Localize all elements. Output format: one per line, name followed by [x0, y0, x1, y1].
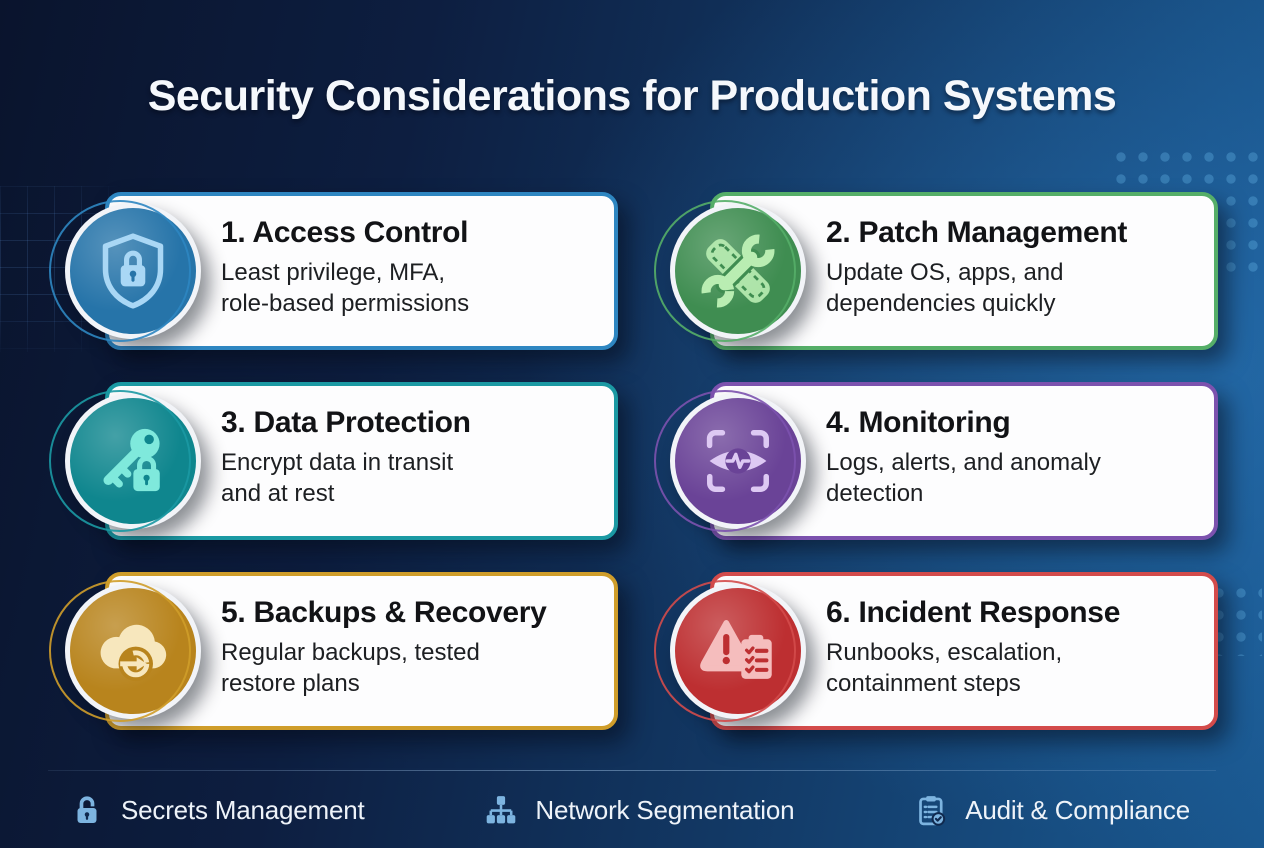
- cards-grid: 1. Access Control Least privilege, MFA, …: [65, 192, 1218, 730]
- card-description: Logs, alerts, and anomaly detection: [826, 449, 1101, 507]
- card-icon-badge: [670, 583, 806, 719]
- card-access-control: 1. Access Control Least privilege, MFA, …: [65, 192, 618, 350]
- footer-label: Audit & Compliance: [965, 794, 1190, 825]
- footer-divider: [48, 770, 1216, 771]
- card-title: 1. Access Control: [221, 216, 469, 249]
- card-title: 5. Backups & Recovery: [221, 596, 547, 629]
- card-icon-badge: [65, 583, 201, 719]
- card-icon-badge: [670, 203, 806, 339]
- clipboard-check-icon: [919, 796, 946, 826]
- shield-lock-icon: [102, 233, 164, 309]
- card-patch-management: 2. Patch Management Update OS, apps, and…: [670, 192, 1218, 350]
- card-backups-recovery: 5. Backups & Recovery Regular backups, t…: [65, 572, 618, 730]
- network-icon: [487, 796, 516, 824]
- card-description: Least privilege, MFA, role-based permiss…: [221, 259, 470, 317]
- card-description: Update OS, apps, and dependencies quickl…: [826, 259, 1064, 317]
- card-incident-response: 6. Incident Response Runbooks, escalatio…: [670, 572, 1218, 730]
- footer-label: Network Segmentation: [535, 794, 795, 825]
- card-icon-badge: [65, 393, 201, 529]
- eye-scan-icon: [706, 430, 769, 492]
- card-title: 6. Incident Response: [826, 596, 1121, 629]
- card-title: 3. Data Protection: [221, 406, 471, 439]
- footer-item-network-segmentation: Network Segmentation: [484, 793, 795, 827]
- card-icon-badge: [670, 393, 806, 529]
- card-description: Regular backups, tested restore plans: [221, 639, 480, 697]
- card-title: 4. Monitoring: [826, 406, 1011, 439]
- card-monitoring: 4. Monitoring Logs, alerts, and anomaly …: [670, 382, 1218, 540]
- page-title: Security Considerations for Production S…: [147, 72, 1117, 120]
- footer-item-audit-compliance: Audit & Compliance: [914, 793, 1190, 827]
- lock-icon: [77, 796, 97, 824]
- footer-item-secrets-management: Secrets Management: [70, 793, 365, 827]
- alert-checklist-icon: [700, 620, 772, 679]
- footer-label: Secrets Management: [121, 794, 365, 825]
- cloud-restore-icon: [100, 624, 167, 682]
- key-lock-icon: [103, 428, 160, 492]
- patch-wrench-icon: [701, 234, 775, 308]
- card-description: Encrypt data in transit and at rest: [221, 449, 454, 507]
- card-description: Runbooks, escalation, containment steps: [826, 639, 1063, 697]
- card-title: 2. Patch Management: [826, 216, 1128, 249]
- card-icon-badge: [65, 203, 201, 339]
- footer: Secrets Management Network Segmentation …: [70, 784, 1190, 836]
- card-data-protection: 3. Data Protection Encrypt data in trans…: [65, 382, 618, 540]
